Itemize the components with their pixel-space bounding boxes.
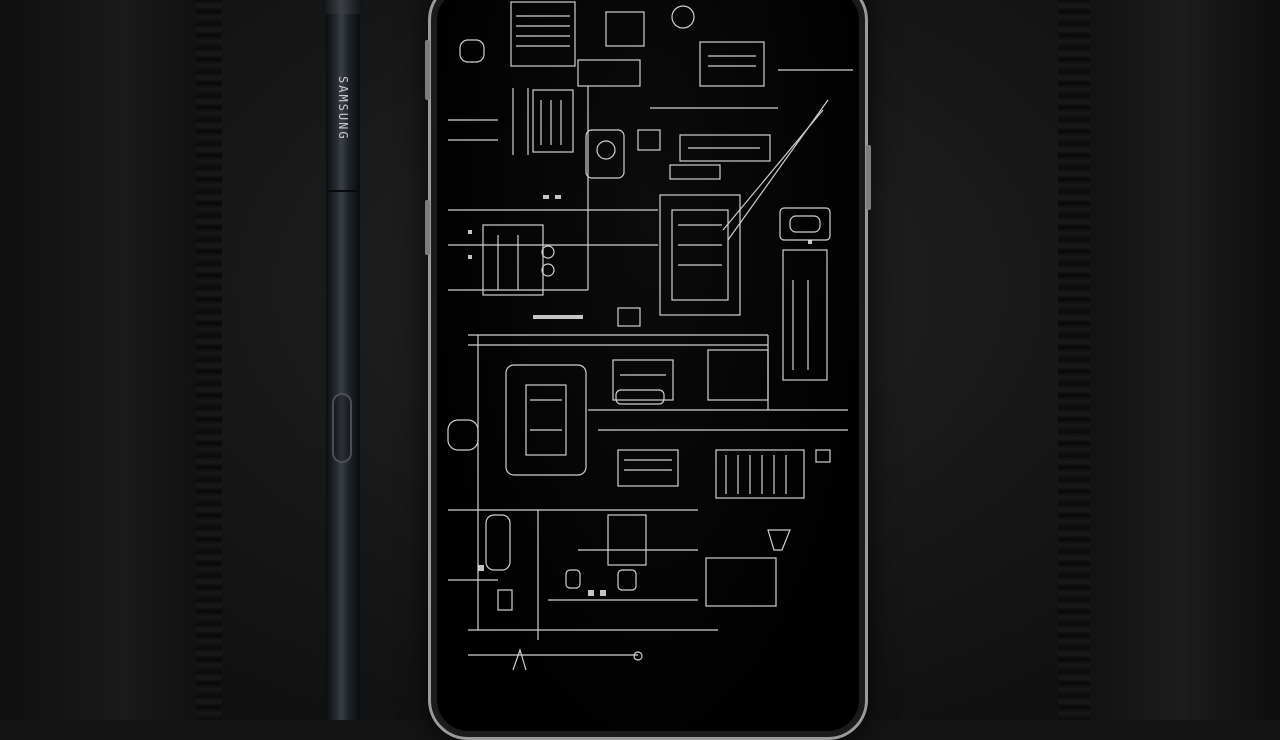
phone-bixby-button xyxy=(425,200,430,255)
stylus-brand-text: SAMSUNG xyxy=(336,75,350,141)
phone-power-button xyxy=(866,145,871,210)
right-panel-edge xyxy=(1058,0,1090,720)
phone-screen xyxy=(438,0,858,730)
stylus-button xyxy=(332,393,352,463)
circuit-schematic-illustration xyxy=(447,1,853,671)
phone-volume-button xyxy=(425,40,430,100)
stylus-body xyxy=(326,8,360,720)
left-panel-edge xyxy=(196,0,222,720)
right-textured-panel xyxy=(1085,0,1280,720)
left-textured-panel xyxy=(0,0,205,720)
stylus-cap xyxy=(323,0,363,14)
stylus-seam xyxy=(328,190,358,192)
stylus-pen: SAMSUNG xyxy=(322,0,364,720)
